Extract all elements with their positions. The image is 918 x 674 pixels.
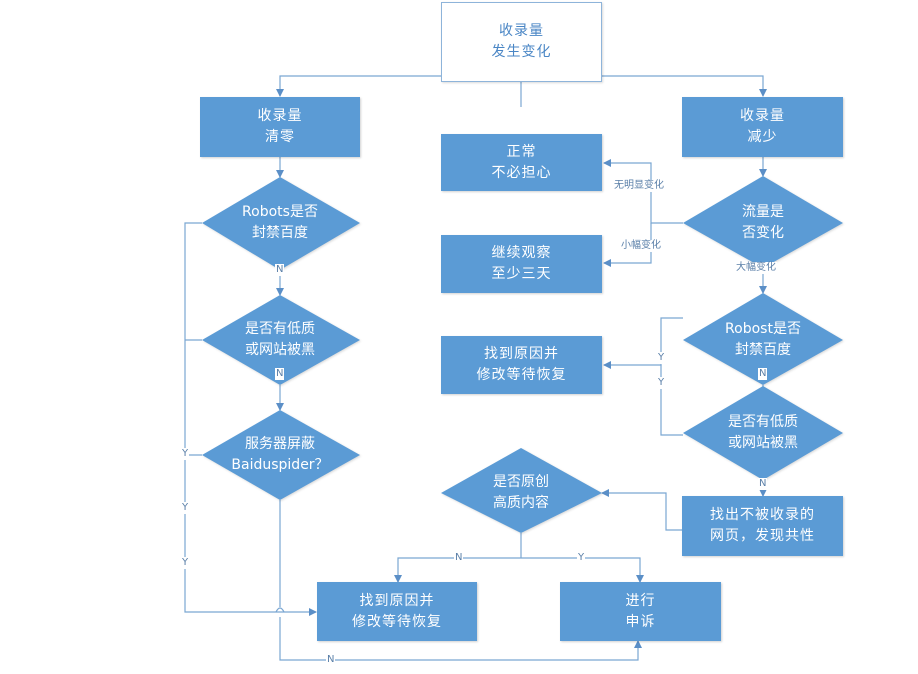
edge-traffic-observe: [603, 223, 652, 267]
diamond-original: [441, 448, 602, 533]
edge-original-yes: [521, 557, 644, 583]
edge-label-y: Y: [657, 352, 666, 364]
diamond-robots-right-text: Robost是否 封禁百度: [725, 321, 801, 358]
node-cleared: 收录量 清零: [200, 97, 360, 157]
diamond-lowquality-left-text: 是否有低质 或网站被黑: [245, 321, 315, 358]
edge-original-no: [394, 557, 521, 583]
node-normal: 正常 不必担心: [441, 134, 602, 191]
diamond-server-block: [202, 410, 360, 500]
node-normal-text: 正常 不必担心: [491, 143, 552, 181]
node-cleared-text: 收录量 清零: [257, 108, 303, 145]
edge-lowq-right-yes: [660, 365, 683, 436]
diamond-traffic: [683, 176, 843, 268]
edge-label-small-change: 小幅变化: [620, 240, 662, 252]
node-appeal: 进行 申诉: [560, 582, 721, 641]
edge-label-n: N: [275, 368, 285, 380]
edge-label-n: N: [326, 654, 336, 666]
diamond-original-text: 是否原创 高质内容: [493, 474, 549, 511]
node-find-pages-text: 找出不被收录的 网页，发现共性: [710, 507, 815, 544]
edge-label-y: Y: [181, 557, 190, 569]
node-fix-middle-text: 找到原因并 修改等待恢复: [476, 346, 567, 383]
edge-label-n: N: [758, 368, 768, 380]
diamond-lowquality-right: [683, 386, 843, 480]
edge-label-no-obvious-change: 无明显变化: [613, 180, 665, 192]
edge-label-y: Y: [181, 448, 190, 460]
node-appeal-text: 进行 申诉: [625, 592, 656, 630]
node-start-text: 收录量 发生变化: [491, 23, 552, 60]
node-observe-text: 继续观察 至少三天: [491, 245, 552, 282]
node-decreased: 收录量 减少: [682, 97, 843, 157]
diamond-robots-right-shape: [683, 293, 843, 385]
node-start: 收录量 发生变化: [441, 2, 602, 82]
diamond-lowquality-right-text: 是否有低质 或网站被黑: [728, 414, 798, 451]
edge-label-y: Y: [181, 502, 190, 514]
edge-label-y: Y: [657, 377, 666, 389]
edge-robots-right-yes: [603, 317, 683, 369]
edge-label-n: N: [275, 264, 285, 276]
edge-label-n: N: [758, 478, 768, 490]
edge-to-cleared-real: [276, 75, 521, 97]
edge-robots-yes: [184, 222, 317, 616]
diamond-traffic-text: 流量是 否变化: [742, 204, 784, 241]
node-fix-middle: 找到原因并 修改等待恢复: [441, 336, 602, 394]
edge-label-n: N: [454, 552, 464, 564]
edge-label-large-change: 大幅变化: [735, 262, 777, 274]
node-fix-bottom: 找到原因并 修改等待恢复: [317, 582, 477, 641]
node-find-pages: 找出不被收录的 网页，发现共性: [682, 496, 843, 556]
diamond-robots-left: [202, 177, 360, 270]
edge-label-y: Y: [577, 552, 586, 564]
edge-findpages-original: [601, 489, 683, 531]
edge-server-no: [279, 500, 638, 661]
diamond-server-block-text: 服务器屏蔽 Baiduspider？: [231, 436, 329, 473]
node-decreased-text: 收录量 减少: [740, 108, 785, 145]
diamond-lowquality-left: [202, 295, 360, 385]
diamond-robots-left-text: Robots是否 封禁百度: [242, 204, 318, 241]
edge-traffic-normal: [603, 159, 683, 224]
edge-jump: [275, 607, 285, 613]
node-observe: 继续观察 至少三天: [441, 235, 602, 293]
node-fix-bottom-text: 找到原因并 修改等待恢复: [352, 592, 442, 630]
